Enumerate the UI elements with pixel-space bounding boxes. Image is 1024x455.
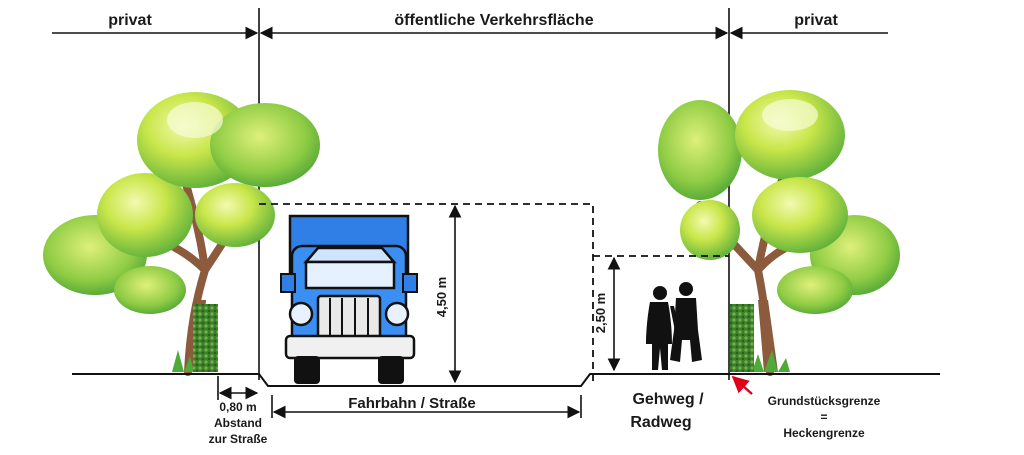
path-label-line1: Gehweg / — [632, 391, 704, 408]
zone-dimension-lines — [52, 8, 888, 380]
hedge-offset-label: 0,80 m — [219, 400, 256, 414]
left-private-label: privat — [108, 12, 152, 29]
right-private-label: privat — [794, 12, 838, 29]
offset-label-line2: zur Straße — [209, 432, 268, 446]
road-clearance-box — [259, 203, 594, 384]
boundary-pointer-arrow — [731, 375, 753, 395]
path-height-label: 2,50 m — [593, 293, 608, 333]
left-tree — [43, 92, 320, 376]
ground-profile — [72, 373, 940, 387]
offset-label-line1: Abstand — [214, 416, 262, 430]
public-area-label: öffentliche Verkehrsfläche — [394, 12, 593, 29]
road-height-label: 4,50 m — [434, 277, 449, 317]
right-hedge — [730, 304, 754, 372]
boundary-label-line1: Grundstücksgrenze — [768, 394, 881, 408]
pedestrians-icon — [646, 282, 702, 370]
road-label: Fahrbahn / Straße — [348, 395, 476, 412]
truck-icon — [280, 214, 418, 384]
path-label-line2: Radweg — [630, 414, 691, 431]
right-tree — [658, 90, 900, 376]
boundary-label-line3: Heckengrenze — [783, 426, 865, 440]
left-hedge — [193, 304, 218, 372]
boundary-label-line2: = — [820, 410, 827, 424]
